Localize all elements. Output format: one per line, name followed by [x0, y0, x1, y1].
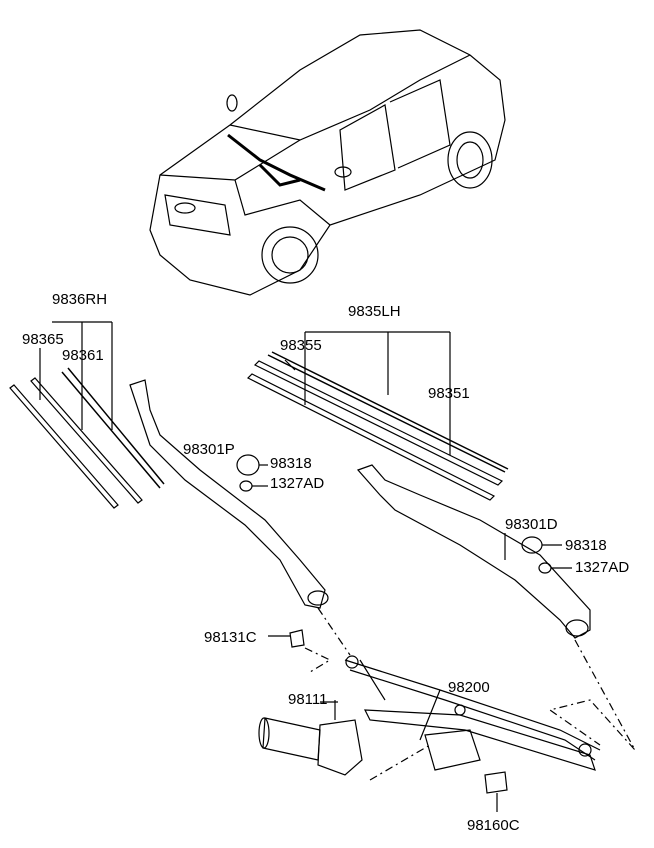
label-98318-passenger: 98318 — [270, 455, 312, 472]
label-98301D: 98301D — [505, 516, 558, 533]
arm-passenger-drawing — [129, 379, 329, 609]
label-1327AD-passenger: 1327AD — [270, 475, 325, 492]
pivot-nut-drawing — [268, 629, 305, 648]
label-98111: 98111 — [288, 691, 328, 708]
label-9836RH: 9836RH — [52, 291, 108, 308]
label-98361: 98361 — [62, 347, 104, 364]
label-98160C: 98160C — [467, 817, 520, 834]
car-illustration — [149, 29, 506, 296]
label-98351: 98351 — [428, 385, 470, 402]
label-98301P: 98301P — [183, 441, 235, 458]
label-98355: 98355 — [280, 337, 322, 354]
label-98131C: 98131C — [204, 629, 257, 646]
linkage-drawing — [344, 655, 601, 812]
arm-driver-drawing — [356, 464, 591, 639]
label-1327AD-driver: 1327AD — [575, 559, 630, 576]
blade-rh-drawing — [9, 321, 165, 509]
label-98365: 98365 — [22, 331, 64, 348]
label-9835LH: 9835LH — [348, 303, 401, 320]
blade-lh-drawing — [246, 331, 509, 501]
label-98200: 98200 — [448, 679, 490, 696]
motor-drawing — [258, 700, 363, 776]
label-98318-driver: 98318 — [565, 537, 607, 554]
